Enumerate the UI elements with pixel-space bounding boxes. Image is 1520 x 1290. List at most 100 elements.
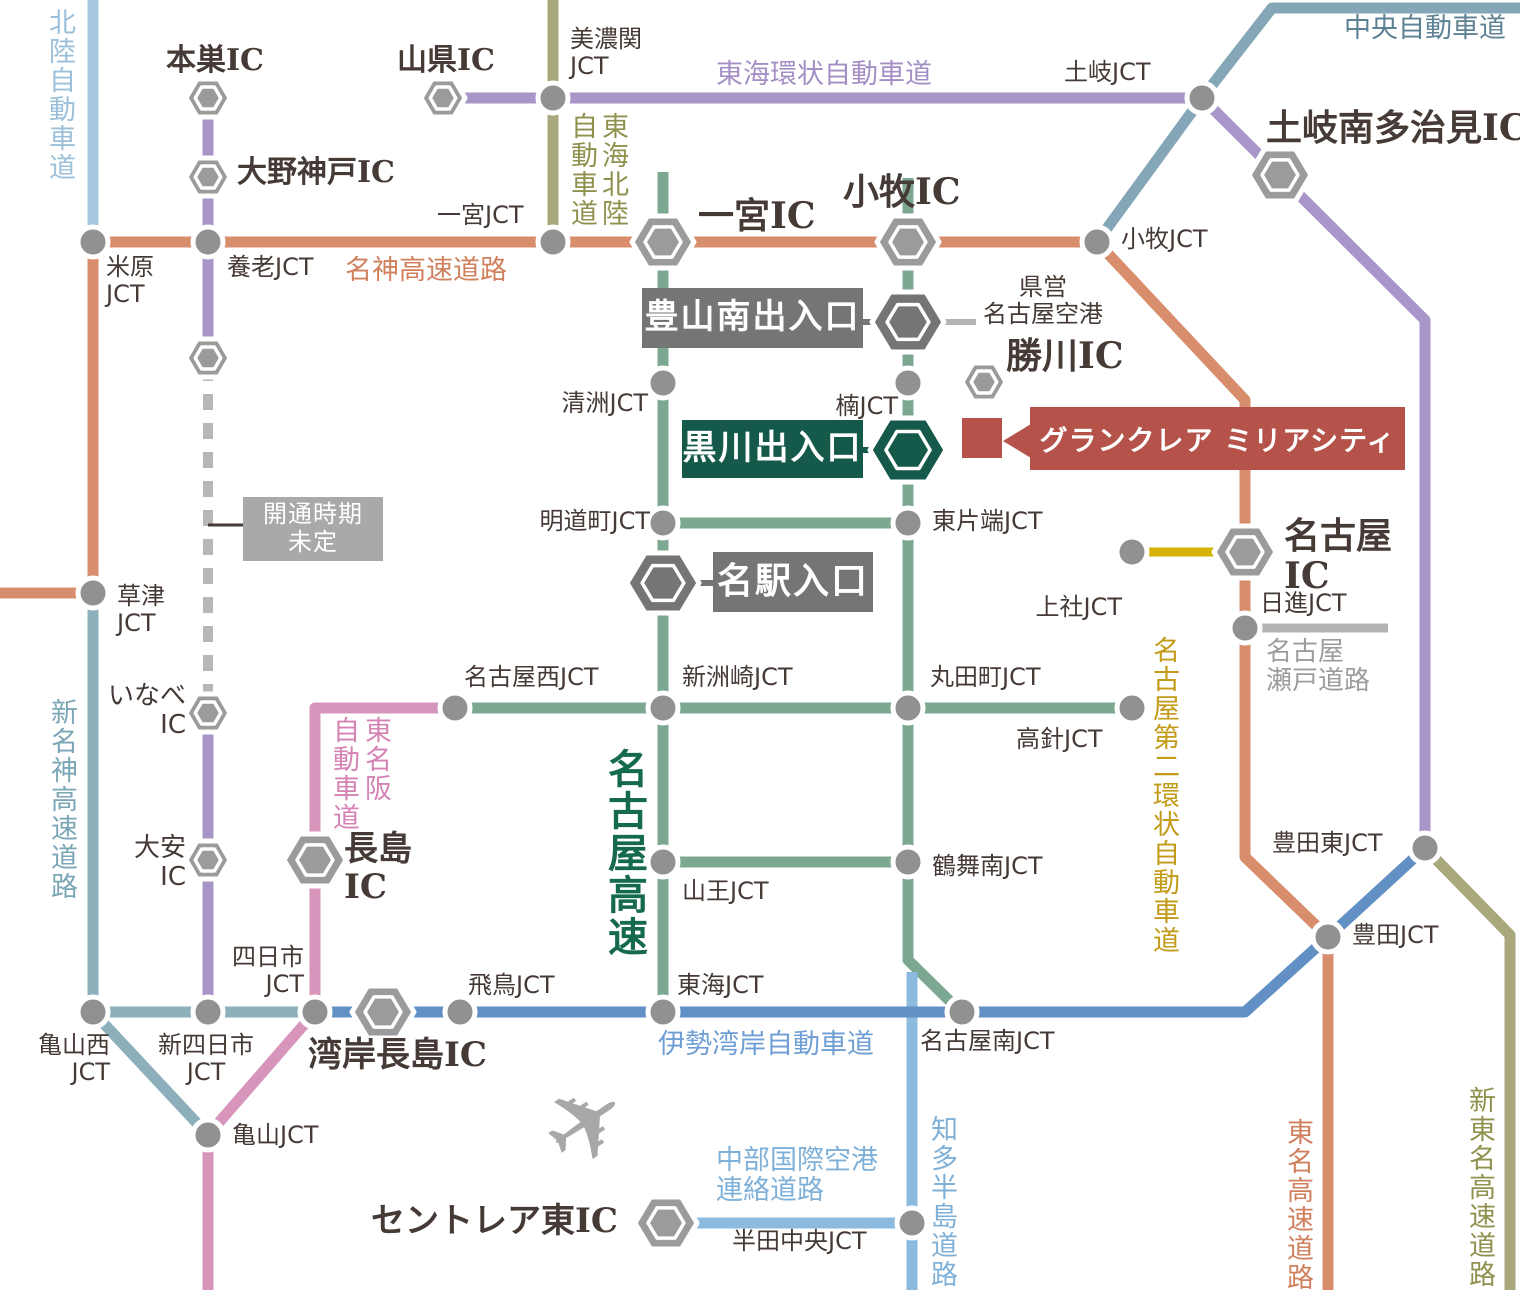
nagoya-ic-hex	[1211, 523, 1279, 581]
yamagata-ic-hex	[418, 76, 468, 120]
kenei-nagoya-airport-label: 県営名古屋空港	[983, 273, 1103, 328]
toyota-higashi-jct-label: 豊田東JCT	[1272, 829, 1383, 857]
nisshin-jct-label: 日進JCT	[1260, 589, 1347, 617]
motosu-ic-hex	[183, 76, 233, 120]
ono-kobe-ic-label: 大野神戸IC	[237, 155, 395, 190]
nagoya-nishi-jct-label: 名古屋西JCT	[464, 663, 599, 691]
nagashima-ic-hex	[281, 831, 349, 889]
marutamachi-jct-node	[890, 690, 926, 726]
yoro-ic-hex	[183, 336, 233, 380]
grancrea-location-marker	[962, 418, 1002, 458]
handa-chuo-jct-node	[894, 1205, 930, 1241]
komaki-ic-label: 小牧IC	[843, 171, 961, 213]
meinikan-expwy-label: 名古屋第二環状自動車道	[1148, 636, 1179, 955]
higashikataha-jct-label: 東片端JCT	[932, 507, 1043, 535]
tokai-kanjo-expwy-line	[443, 92, 1431, 848]
tomei-expwy-label: 東名高速道路	[1282, 1118, 1313, 1290]
midocho-jct-node	[645, 505, 681, 541]
sanno-jct-label: 山王JCT	[682, 877, 769, 905]
shin-meishin-kameyama-line	[88, 1008, 213, 1139]
hokuriku-expwy-label: 北陸自動車道	[44, 8, 75, 182]
tokai-hokuriku-label-col2: 自動車道	[566, 112, 597, 228]
nagoya-seto-road-label: 名古屋瀬戸道路	[1266, 637, 1371, 697]
toki-minami-tajimi-ic-hex	[1246, 146, 1314, 204]
komaki-jct-label: 小牧JCT	[1121, 225, 1208, 253]
higashi-meihan-label-col1: 東名阪	[360, 716, 391, 803]
kachigawa-ic-hex	[959, 360, 1009, 404]
shin-susaki-jct-node	[645, 690, 681, 726]
kamiyashiro-jct-label: 上社JCT	[1035, 593, 1123, 621]
marutamachi-jct-label: 丸田町JCT	[930, 663, 1041, 691]
meieki-hex	[624, 550, 702, 616]
kurokawa-hex	[867, 415, 949, 485]
kameyama-jct-node	[190, 1117, 226, 1153]
sanno-jct-node	[645, 844, 681, 880]
chuo-expwy-label: 中央自動車道	[1344, 13, 1506, 44]
toyota-jct-label: 豊田JCT	[1352, 921, 1439, 949]
takabari-jct-node	[1114, 690, 1150, 726]
shin-meishin-expwy-label: 新名神高速道路	[46, 698, 77, 901]
shin-susaki-jct-label: 新洲崎JCT	[682, 663, 793, 691]
komaki-ic-hex	[874, 213, 942, 271]
grancrea-callout-banner: グランクレア ミリアシティ	[1030, 407, 1405, 470]
chita-hanto-road-label: 知多半島道路	[926, 1115, 957, 1289]
inabe-ic-hex	[183, 691, 233, 735]
chuo-expwy-line	[1092, 2, 1520, 246]
higashi-meihan-label-col2: 自動車道	[328, 716, 359, 832]
kiyosu-jct-label: 清洲JCT	[561, 389, 649, 417]
ichinomiya-ic-hex	[629, 213, 697, 271]
yoro-jct-label: 養老JCT	[227, 253, 314, 281]
shin-tomei-expwy-label: 新東名高速道路	[1464, 1086, 1495, 1289]
tomei-expwy-line	[1092, 238, 1334, 1290]
nisshin-jct-node	[1227, 610, 1263, 646]
kamiyashiro-jct-node	[1114, 534, 1150, 570]
yamagata-ic-label: 山県IC	[397, 43, 495, 78]
higashikataha-jct-node	[890, 505, 926, 541]
handa-chuo-jct-label: 半田中央JCT	[732, 1227, 867, 1255]
meishin-expwy-line	[0, 236, 1097, 599]
kusunoki-jct-label: 楠JCT	[835, 392, 899, 420]
opening-notice-badge: 開通時期未定	[243, 497, 383, 561]
takabari-jct-label: 高針JCT	[1016, 725, 1103, 753]
toki-jct-node	[1184, 80, 1220, 116]
ichinomiya-jct-label: 一宮JCT	[437, 201, 524, 229]
yoro-jct-node	[190, 224, 226, 260]
centrair-higashi-ic-label: セントレア東IC	[371, 1201, 618, 1241]
isewangan-expwy-label: 伊勢湾岸自動車道	[658, 1029, 874, 1060]
toyota-jct-node	[1310, 919, 1346, 955]
wangan-nagashima-ic-hex	[349, 983, 417, 1041]
yonehara-jct-node	[75, 224, 111, 260]
tokai-jct-label: 東海JCT	[677, 971, 764, 999]
tokai-jct-node	[645, 994, 681, 1030]
nagoya-nishi-jct-node	[437, 690, 473, 726]
tsurumai-minami-jct-node	[890, 844, 926, 880]
isewangan-expwy-line	[315, 843, 1429, 1018]
toyota-higashi-jct-node	[1407, 830, 1443, 866]
kameyama-jct-label: 亀山JCT	[232, 1121, 319, 1149]
kiyosu-jct-node	[645, 365, 681, 401]
grancrea-callout-arrow-icon	[1003, 424, 1031, 458]
toki-minami-tajimi-ic-label: 土岐南多治見IC	[1266, 107, 1520, 149]
tsurumai-minami-jct-label: 鶴舞南JCT	[932, 852, 1043, 880]
komaki-jct-node	[1079, 224, 1115, 260]
shin-yokkaichi-jct-node	[190, 994, 226, 1030]
kusunoki-jct-node	[890, 365, 926, 401]
ichinomiya-ic-label: 一宮IC	[698, 195, 816, 237]
kameyama-nishi-jct-node	[75, 994, 111, 1030]
centrair-higashi-ic-hex	[632, 1194, 700, 1252]
daian-ic-hex	[183, 838, 233, 882]
asuka-jct-label: 飛鳥JCT	[468, 971, 555, 999]
ichinomiya-jct-node	[535, 224, 571, 260]
nagoya-expwy-label: 名古屋高速	[601, 748, 648, 958]
